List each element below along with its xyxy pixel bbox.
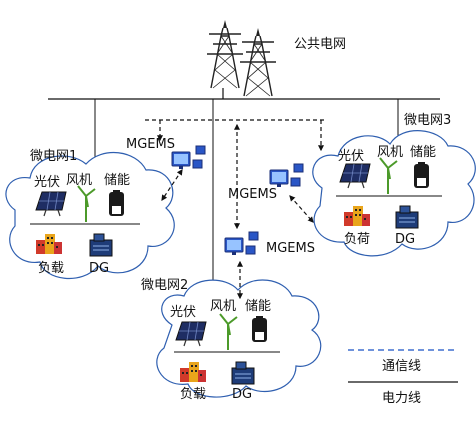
legend-power-label: 电力线 <box>382 391 421 406</box>
microgrid-2-label: 微电网2 <box>141 278 188 293</box>
mg3-load-label: 负荷 <box>344 232 370 247</box>
mg3-pv-label: 光伏 <box>338 149 364 164</box>
mg1-wind-label: 风机 <box>66 173 92 188</box>
mgems-computer-icon <box>171 145 206 170</box>
mg2-wind-label: 风机 <box>210 299 236 314</box>
mgems-computer-icon <box>269 163 304 188</box>
mg3-wind-label: 风机 <box>377 145 403 160</box>
mgems-3-label: MGEMS <box>228 187 277 202</box>
mg1-load-label: 负载 <box>38 261 64 276</box>
mg1-storage-label: 储能 <box>104 173 130 188</box>
mg2-dg-label: DG <box>232 387 252 402</box>
mg1-dg-label: DG <box>89 261 109 276</box>
legend-comm-label: 通信线 <box>382 359 421 374</box>
microgrid-3-label: 微电网3 <box>404 113 451 128</box>
battery-icon <box>252 316 267 342</box>
microgrid-1-label: 微电网1 <box>30 149 77 164</box>
mgems-2-label: MGEMS <box>266 241 315 256</box>
mg2-load-label: 负载 <box>180 387 206 402</box>
mg1-pv-label: 光伏 <box>34 175 60 190</box>
public-grid-label: 公共电网 <box>294 37 346 52</box>
mgems-computer-icon <box>224 231 259 256</box>
tower-icon <box>206 19 277 99</box>
battery-icon <box>109 190 124 216</box>
mg2-storage-label: 储能 <box>245 299 271 314</box>
battery-icon <box>414 162 429 188</box>
mg3-dg-label: DG <box>395 232 415 247</box>
mg3-storage-label: 储能 <box>410 145 436 160</box>
microgrid-1-cloud <box>5 151 175 280</box>
mg2-pv-label: 光伏 <box>170 305 196 320</box>
mgems-1-label: MGEMS <box>126 137 175 152</box>
comm-mgems1-line <box>161 169 183 201</box>
comm-mgems3-line <box>289 195 314 223</box>
